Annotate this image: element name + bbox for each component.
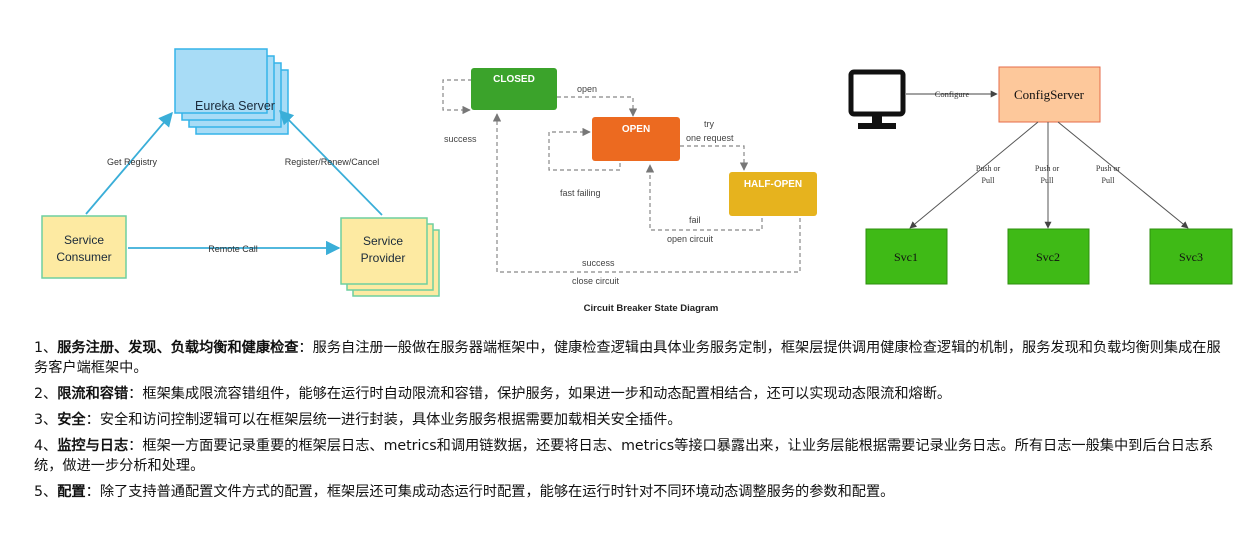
point-4-title: 监控与日志 [57, 438, 129, 454]
point-1: 1、服务注册、发现、负载均衡和健康检查：服务自注册一般做在服务器端框架中，健康检… [34, 338, 1224, 378]
close-circuit-arrow [492, 113, 801, 273]
point-2-text: 框架集成限流容错组件，能够在运行时自动限流和容错，保护服务，如果进一步和动态配置… [142, 386, 952, 402]
provider-label-line1: Service [363, 234, 403, 248]
register-label: Register/Renew/Cancel [285, 157, 380, 167]
point-1-num: 1、 [34, 340, 58, 356]
push-pull-arrow-3 [1057, 121, 1189, 229]
half-open-state-label: HALF-OPEN [744, 179, 802, 190]
success-loop-label: success [444, 134, 477, 144]
config-server-node: ConfigServer [998, 66, 1101, 123]
point-4: 4、监控与日志：框架一方面要记录重要的框架层日志、metrics和调用链数据，还… [34, 436, 1224, 476]
try-request-arrow [680, 145, 749, 171]
consumer-label-line2: Consumer [56, 250, 111, 264]
point-4-text: 框架一方面要记录重要的框架层日志、metrics和调用链数据，还要将日志、met… [34, 438, 1214, 474]
fail-label: fail [689, 215, 701, 225]
success-loop-arrow [442, 79, 472, 115]
point-1-title: 服务注册、发现、负载均衡和健康检查 [57, 340, 299, 356]
push-label-2-line1: Push or [1035, 164, 1060, 173]
fast-failing-label: fast failing [560, 188, 601, 198]
remote-call-label: Remote Call [208, 244, 258, 254]
fail-arrow [645, 164, 763, 231]
push-label-1-line1: Push or [976, 164, 1001, 173]
point-2-title: 限流和容错 [57, 386, 129, 402]
architecture-diagrams: Eureka Server Service Consumer Service P… [41, 48, 1233, 314]
config-server-label: ConfigServer [1014, 87, 1085, 102]
half-open-state-node: HALF-OPEN [729, 172, 817, 216]
point-2-num: 2、 [34, 386, 58, 402]
point-5: 5、配置：除了支持普通配置文件方式的配置，框架层还可集成动态运行时配置，能够在运… [34, 482, 1224, 502]
svc2-node: Svc2 [1007, 228, 1090, 285]
closed-state-label: CLOSED [493, 74, 535, 85]
point-3-text: 安全和访问控制逻辑可以在框架层统一进行封装，具体业务服务根据需要加载相关安全插件… [99, 412, 682, 428]
point-4-sep: ： [128, 438, 143, 454]
eureka-server-label: Eureka Server [195, 99, 275, 113]
consumer-label-line1: Service [64, 233, 104, 247]
svc2-label: Svc2 [1036, 250, 1060, 264]
circuit-breaker-caption: Circuit Breaker State Diagram [584, 303, 719, 314]
service-consumer-node: Service Consumer [41, 215, 127, 279]
svc1-node: Svc1 [865, 228, 948, 285]
open-circuit-label: open circuit [667, 234, 714, 244]
point-1-text: 服务自注册一般做在服务器端框架中，健康检查逻辑由具体业务服务定制，框架层提供调用… [34, 340, 1221, 376]
eureka-server-node: Eureka Server [174, 48, 289, 135]
try-label-line1: try [704, 119, 714, 129]
svc1-label: Svc1 [894, 250, 918, 264]
configure-label: Configure [935, 89, 970, 99]
point-3-title: 安全 [57, 412, 86, 428]
open-edge-arrow [557, 96, 638, 117]
push-label-3-line2: Pull [1102, 176, 1116, 185]
get-registry-arrow [85, 111, 173, 215]
eureka-diagram: Eureka Server Service Consumer Service P… [41, 48, 440, 297]
point-5-sep: ： [85, 484, 100, 500]
closed-state-node: CLOSED [471, 68, 557, 110]
push-pull-arrow-1 [909, 121, 1039, 229]
point-1-sep: ： [298, 340, 313, 356]
point-2: 2、限流和容错：框架集成限流容错组件，能够在运行时自动限流和容错，保护服务，如果… [34, 384, 1224, 404]
point-4-num: 4、 [34, 438, 58, 454]
svc3-node: Svc3 [1149, 228, 1233, 285]
register-arrow [278, 109, 383, 216]
close-circuit-label: close circuit [572, 276, 620, 286]
point-2-sep: ： [128, 386, 143, 402]
svc3-label: Svc3 [1179, 250, 1203, 264]
push-label-2-line2: Pull [1041, 176, 1055, 185]
point-5-num: 5、 [34, 484, 58, 500]
circuit-breaker-diagram: success open fast failing try one reques… [442, 68, 817, 314]
open-edge-label: open [577, 84, 597, 94]
push-label-1-line2: Pull [982, 176, 996, 185]
point-3-sep: ： [85, 412, 100, 428]
get-registry-label: Get Registry [107, 157, 158, 167]
point-5-title: 配置 [57, 484, 86, 500]
point-5-text: 除了支持普通配置文件方式的配置，框架层还可集成动态运行时配置，能够在运行时针对不… [99, 484, 895, 500]
provider-label-line2: Provider [361, 251, 406, 265]
fast-failing-arrow [548, 127, 621, 171]
feature-points-list: 1、服务注册、发现、负载均衡和健康检查：服务自注册一般做在服务器端框架中，健康检… [34, 338, 1224, 508]
try-label-line2: one request [686, 133, 734, 143]
monitor-icon [848, 69, 906, 129]
open-state-node: OPEN [592, 117, 680, 161]
config-server-diagram: Configure ConfigServer Push or Pull Push… [848, 66, 1233, 285]
push-label-3-line1: Push or [1096, 164, 1121, 173]
success-bottom-label: success [582, 258, 615, 268]
point-3: 3、安全：安全和访问控制逻辑可以在框架层统一进行封装，具体业务服务根据需要加载相… [34, 410, 1224, 430]
point-3-num: 3、 [34, 412, 58, 428]
open-state-label: OPEN [622, 124, 650, 135]
service-provider-node: Service Provider [340, 217, 440, 297]
